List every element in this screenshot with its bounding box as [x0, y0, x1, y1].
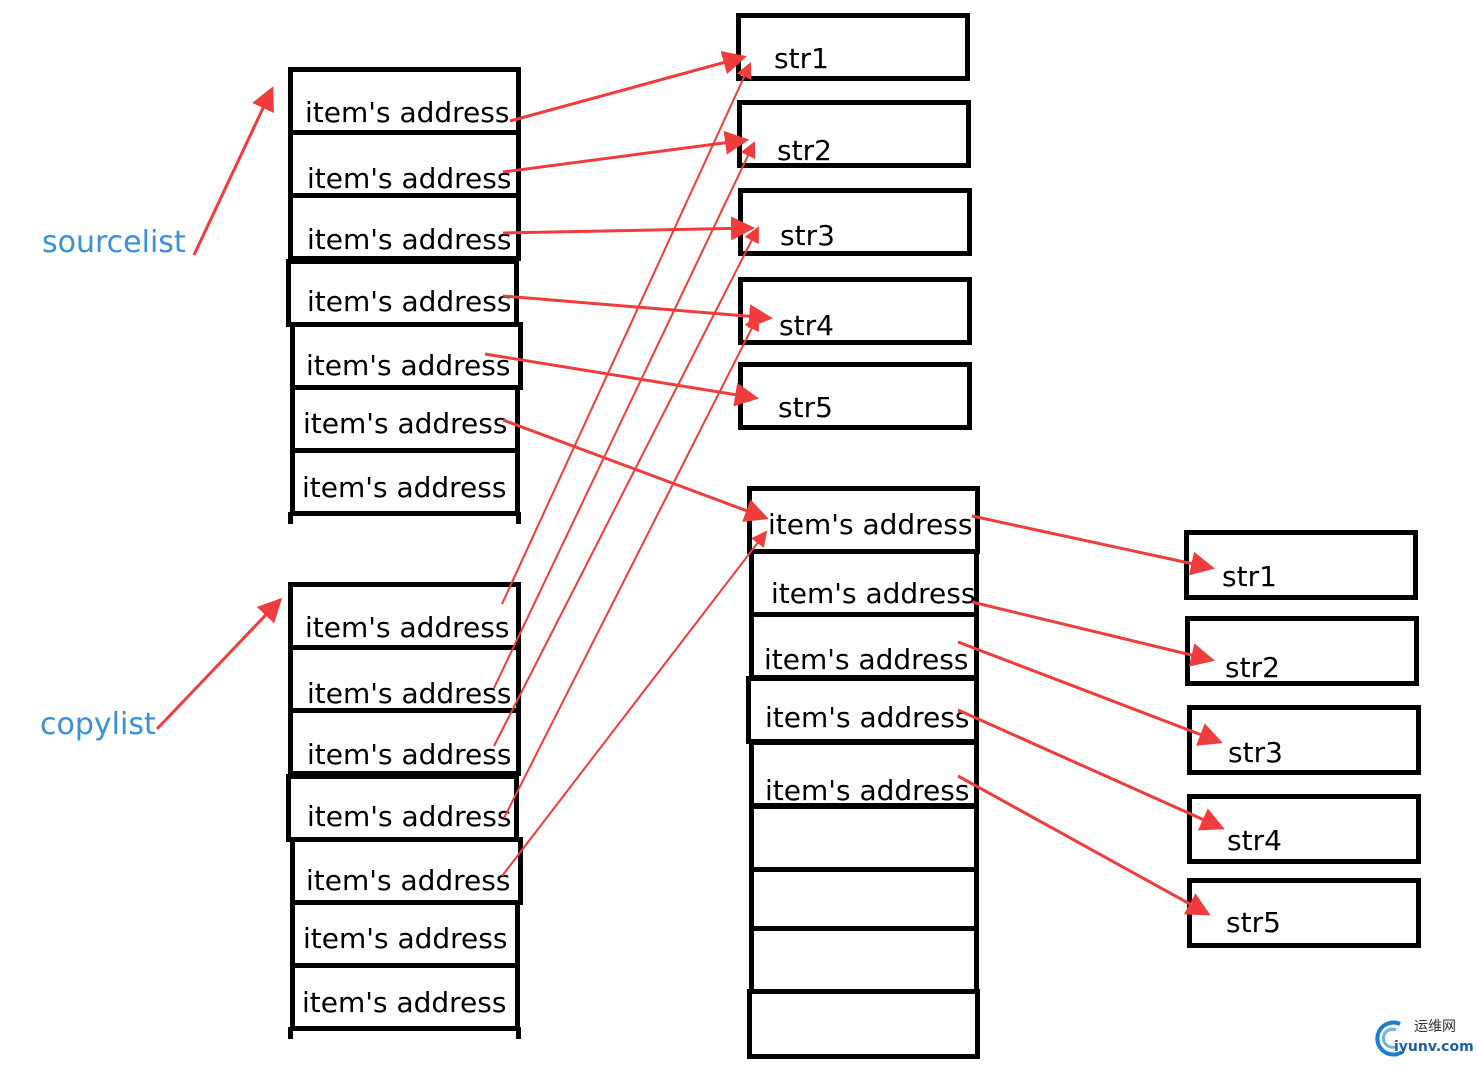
watermark-logo-icon	[1375, 1020, 1404, 1057]
source-list-item-text: item's address	[302, 471, 507, 504]
copy-list-open-end	[288, 1027, 293, 1039]
nested-list-item-text: item's address	[764, 643, 969, 676]
copy-list-item-text: item's address	[307, 800, 512, 833]
source-list-item: item's address	[288, 193, 521, 261]
copy-to-str2-arrow	[493, 141, 756, 689]
string-box-text: str3	[1228, 736, 1283, 769]
nested-list-item: item's address	[749, 549, 979, 617]
copy-to-str4-arrow	[503, 314, 759, 819]
copy-to-str1-arrow	[501, 62, 752, 605]
string-box-text: str3	[780, 219, 835, 252]
copy-list-item: item's address	[288, 708, 521, 776]
source-to-str3-arrow	[502, 216, 755, 241]
nested-list-item-empty	[749, 804, 979, 872]
source-to-str5-arrow	[484, 352, 759, 407]
nested-list-item: item's address	[747, 486, 980, 554]
copy-list-item: item's address	[288, 582, 521, 650]
source-list-item-text: item's address	[307, 223, 512, 256]
source-list-item: item's address	[288, 67, 521, 135]
sourcelist-label: sourcelist	[42, 225, 186, 260]
copy-list-item-text: item's address	[303, 922, 508, 955]
copy-list-item: item's address	[290, 900, 520, 968]
string-box: str1	[736, 13, 970, 81]
site-watermark: 运维网 iyunv.com	[1372, 1016, 1477, 1062]
nested-list-item-text: item's address	[765, 774, 970, 807]
sourcelist-pointer-arrow	[192, 86, 274, 256]
source-to-str4-arrow	[502, 294, 773, 329]
watermark-chinese: 运维网	[1414, 1019, 1456, 1035]
nested-list-item-empty	[749, 867, 979, 935]
string-box: str5	[1187, 878, 1421, 948]
nested-list-item: item's address	[746, 676, 979, 744]
string-box: str3	[738, 188, 972, 256]
copy-list-item: item's address	[288, 645, 521, 713]
string-box: str2	[1185, 616, 1419, 686]
source-list-item-text: item's address	[307, 162, 512, 195]
nested-list-item: item's address	[749, 740, 979, 808]
string-box-text: str4	[1227, 824, 1282, 857]
copy-list-item: item's address	[286, 774, 519, 842]
source-list-item: item's address	[290, 322, 523, 390]
source-list-item-text: item's address	[307, 285, 512, 318]
source-list-item-text: item's address	[305, 96, 510, 129]
string-box: str3	[1187, 705, 1421, 775]
copy-to-str3-arrow	[493, 226, 759, 747]
source-list-item: item's address	[286, 259, 519, 327]
copy-list-item-text: item's address	[305, 611, 510, 644]
copylist-pointer-arrow	[155, 597, 283, 731]
nested-list-item-text: item's address	[765, 701, 970, 734]
string-box-text: str5	[1226, 906, 1281, 939]
source-to-str1-arrow	[509, 50, 747, 123]
nested-to-str3-arrow	[957, 640, 1223, 746]
copy-list-item-text: item's address	[302, 986, 507, 1019]
source-list-item: item's address	[288, 130, 521, 198]
copy-list-item-text: item's address	[307, 677, 512, 710]
source-to-nested-list-arrow	[502, 418, 769, 522]
source-list-item: item's address	[290, 448, 520, 516]
string-box: str4	[738, 277, 972, 345]
source-list-open-end	[516, 512, 521, 524]
string-box-text: str4	[779, 309, 834, 342]
nested-list-item-text: item's address	[771, 577, 976, 610]
copy-list-item-text: item's address	[306, 864, 511, 897]
nested-to-str2-arrow	[971, 600, 1215, 667]
string-box-text: str5	[778, 391, 833, 424]
string-box-text: str2	[1225, 651, 1280, 684]
string-box: str4	[1187, 794, 1421, 864]
nested-to-str5-arrow	[957, 774, 1211, 916]
string-box-text: str1	[774, 42, 829, 75]
string-box-text: str1	[1222, 560, 1277, 593]
nested-list-item-empty	[747, 989, 980, 1059]
nested-list-item-text: item's address	[768, 508, 973, 541]
string-box: str1	[1184, 530, 1418, 600]
watermark-site: iyunv.com	[1394, 1039, 1474, 1055]
nested-list-item: item's address	[749, 612, 979, 680]
source-list-item-text: item's address	[306, 349, 511, 382]
nested-to-str4-arrow	[957, 708, 1225, 831]
nested-to-str1-arrow	[971, 514, 1215, 576]
source-to-str2-arrow	[502, 130, 749, 174]
nested-list-item-empty	[749, 926, 979, 994]
source-list-open-end	[288, 512, 293, 524]
string-box-text: str2	[777, 134, 832, 167]
copy-list-open-end	[516, 1027, 521, 1039]
source-list-item: item's address	[290, 385, 520, 453]
source-list-item-text: item's address	[303, 407, 508, 440]
string-box: str5	[738, 362, 972, 430]
copy-list-item-text: item's address	[307, 738, 512, 771]
copy-list-item: item's address	[290, 837, 523, 905]
string-box: str2	[737, 100, 971, 168]
copy-list-item: item's address	[290, 963, 520, 1031]
copy-to-nested-list-arrow	[501, 530, 768, 877]
copylist-label: copylist	[40, 707, 156, 742]
